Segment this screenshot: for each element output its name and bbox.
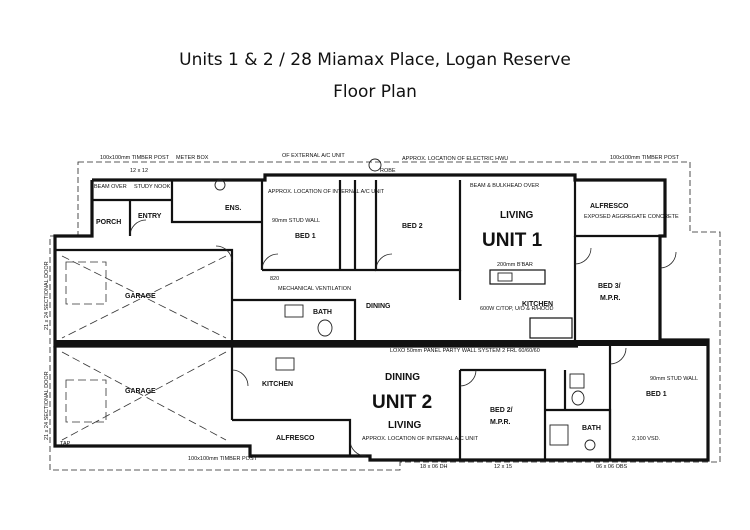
room-bath-unit1: BATH [313, 309, 332, 316]
room-alfresco-unit1: ALFRESCO [590, 203, 629, 210]
note-meter-box: METER BOX [176, 155, 209, 161]
room-mpr-unit2: M.P.R. [490, 419, 511, 426]
room-bed1-unit2: BED 1 [646, 391, 667, 398]
note-tap: TAP [60, 441, 71, 447]
note-external-ac: OF EXTERNAL A/C UNIT [282, 153, 345, 159]
room-garage-unit2: GARAGE [125, 388, 156, 395]
room-dining-unit2: DINING [385, 372, 420, 383]
note-timber-post-top-left: 100x100mm TIMBER POST [100, 155, 170, 161]
plan-title: Units 1 & 2 / 28 Miamax Place, Logan Res… [179, 50, 571, 70]
room-bed2-unit2: BED 2/ [490, 407, 513, 414]
note-mech-vent: MECHANICAL VENTILATION [278, 286, 351, 292]
note-timber-post-top-right: 100x100mm TIMBER POST [610, 155, 680, 161]
note-beam-over: BEAM OVER [94, 184, 127, 190]
note-sectional-door-u1: 21 x 24 SECTIONAL DOOR [44, 261, 50, 330]
unit-2-label: UNIT 2 [372, 392, 432, 413]
note-dim-12-15: 12 x 15 [494, 464, 512, 470]
note-hwu: APPROX. LOCATION OF ELECTRIC HWU [402, 156, 508, 162]
plan-subtitle: Floor Plan [333, 82, 417, 102]
note-stud-wall-u2: 90mm STUD WALL [650, 376, 698, 382]
room-porch: PORCH [96, 219, 121, 226]
note-stud-wall-u1: 90mm STUD WALL [272, 218, 320, 224]
room-bath-unit2: BATH [582, 425, 601, 432]
room-garage-unit1: GARAGE [125, 293, 156, 300]
note-aggregate-u1: EXPOSED AGGREGATE CONCRETE [584, 214, 679, 220]
note-party-wall: LOXO 50mm PANEL PARTY WALL SYSTEM 2 FRL … [390, 348, 540, 354]
note-sectional-door-u2: 21 x 24 SECTIONAL DOOR [44, 371, 50, 440]
room-ensuite: ENS. [225, 205, 241, 212]
room-mpr-unit1: M.P.R. [600, 295, 621, 302]
note-dim-18-06: 18 x 06 DH [420, 464, 448, 470]
room-living-unit1: LIVING [500, 210, 534, 221]
room-kitchen-unit1: KITCHEN [522, 301, 553, 308]
room-bed3-unit1: BED 3/ [598, 283, 621, 290]
party-wall [55, 340, 708, 346]
note-dim-12-12: 12 x 12 [130, 168, 148, 174]
room-alfresco-unit2: ALFRESCO [276, 435, 315, 442]
note-bar: 200mm B'BAR [497, 262, 533, 268]
internal-walls [55, 180, 660, 460]
unit-1-label: UNIT 1 [482, 230, 543, 251]
room-bed1-unit1: BED 1 [295, 233, 316, 240]
note-obs: 06 x 06 OBS [596, 464, 628, 470]
note-internal-ac-u2: APPROX. LOCATION OF INTERNAL A/C UNIT [362, 436, 479, 442]
room-entry: ENTRY [138, 213, 162, 220]
note-timber-post-bottom: 100x100mm TIMBER POST [188, 456, 258, 462]
fixtures [214, 158, 596, 451]
room-living-unit2: LIVING [388, 420, 422, 431]
note-cooktop-u1: 600W C/TOP, U/O & R/HOOD [480, 306, 553, 312]
room-kitchen-unit2: KITCHEN [262, 381, 293, 388]
room-dining-unit1: DINING [366, 303, 391, 310]
note-robe: ROBE [380, 168, 396, 174]
room-bed2-unit1: BED 2 [402, 223, 423, 230]
note-study-nook: STUDY NOOK [134, 184, 171, 190]
garage-slab-markings [61, 255, 227, 441]
note-beam-bulkhead: BEAM & BULKHEAD OVER [470, 183, 539, 189]
door-swings [129, 219, 677, 457]
note-vsd: 2,100 VSD. [632, 436, 661, 442]
note-internal-ac-u1: APPROX. LOCATION OF INTERNAL A/C UNIT [268, 189, 385, 195]
note-dim-820: 820 [270, 276, 279, 282]
